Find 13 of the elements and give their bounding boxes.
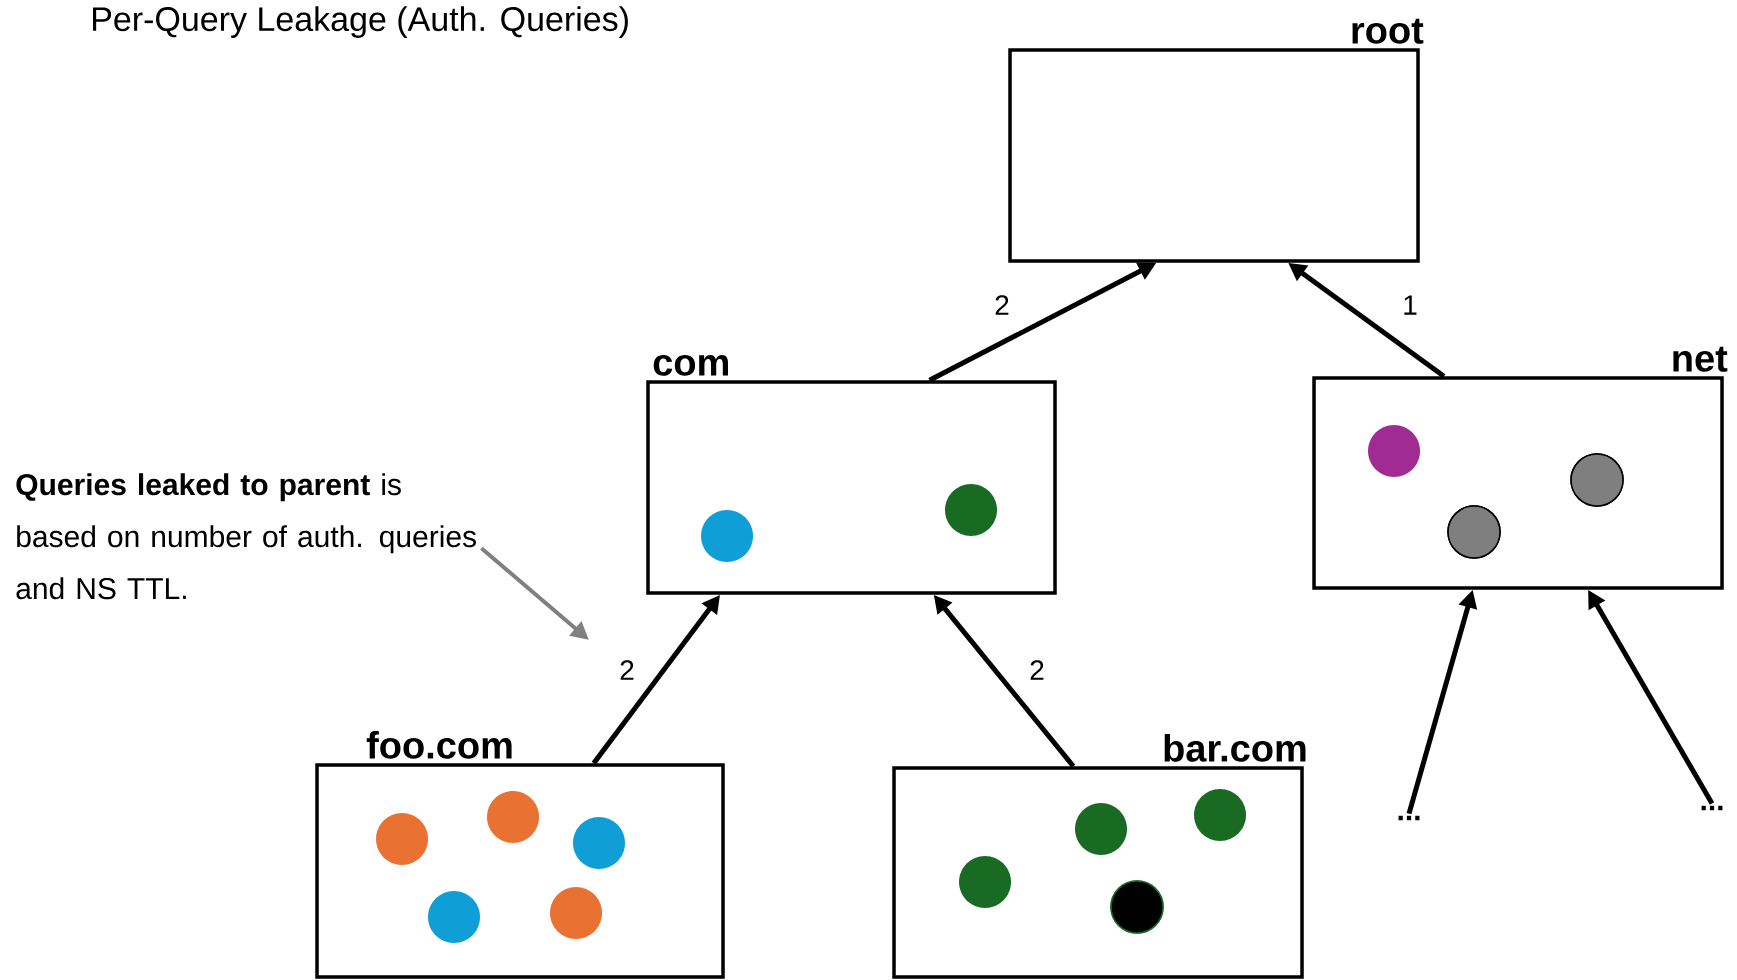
edge-label: 2 (617, 658, 637, 682)
ellipsis: ... (1398, 815, 1420, 821)
title: Per-Query Leakage (Auth. Queries) (93, 6, 628, 38)
edge-label: 2 (992, 293, 1012, 317)
edge-label: 1 (1400, 293, 1420, 317)
zone-label: bar.com (1164, 733, 1306, 762)
zone-label: net (1673, 346, 1728, 372)
zone-label: foo.com (366, 730, 512, 759)
zone-label: root (1352, 18, 1424, 44)
zone-label: com (653, 354, 728, 376)
ellipsis: ... (1701, 805, 1723, 811)
edge-label: 2 (1027, 658, 1047, 682)
note-text: Queries leaked to parent is based on number of auth. queries and NS TTL. (16, 473, 476, 600)
